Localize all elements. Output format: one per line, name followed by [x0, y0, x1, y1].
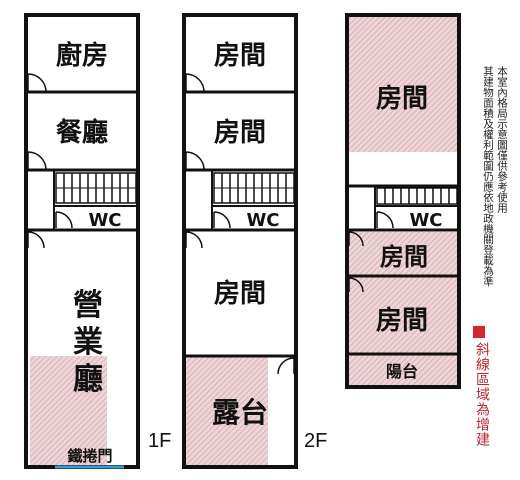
floor-1-hall-label-3: 廳: [73, 362, 103, 397]
disclaimer-line-1: 本室內格局示意圖僅供參考使用: [496, 66, 508, 213]
floor-1-hall-door: [27, 231, 45, 249]
floor-2-plan: 房間 房間 WC 房間 露台 2F: [182, 13, 327, 469]
legend-swatch: [473, 326, 485, 338]
floor-2-staircase: [213, 172, 295, 204]
floor-3-wc-label: WC: [409, 210, 442, 231]
floor-2-room-c-label: 房間: [214, 279, 266, 309]
floor-1-dining-door: [27, 151, 47, 171]
floor-1-kitchen-door: [27, 73, 47, 93]
legend-label: 斜線區域為增建: [474, 342, 490, 447]
floor-3-added-rooms-bc: [349, 232, 457, 385]
floor-2-room-a-label: 房間: [214, 41, 266, 71]
floor-2-room-a-door: [185, 73, 205, 93]
floor-1-kitchen-label: 廚房: [56, 40, 108, 71]
floor-1-staircase: [55, 172, 137, 204]
floor-2-terrace-door: [277, 357, 295, 375]
floor-3-room-a-label: 房間: [376, 84, 428, 114]
floor-3-wc-door: [376, 211, 394, 229]
floor-1-dining-label: 餐廳: [56, 117, 108, 148]
floor-2-wc-label: WC: [246, 210, 279, 231]
floor-1-wc-door: [55, 211, 73, 229]
floor-3-outer-wall: [345, 13, 461, 389]
floor-2-wc-door: [213, 211, 231, 229]
floor-2-terrace-label: 露台: [212, 396, 268, 429]
floor-2-room-c-door: [185, 231, 203, 249]
floor-1-added-area: [30, 356, 107, 466]
floor-3-added-room-a: [349, 17, 457, 152]
floor-2-label: 2F: [304, 430, 327, 452]
floor-1-wc-label: WC: [88, 210, 121, 231]
floor-1-plan: 廚房 餐廳 WC 營 業 廳 鐵捲門 1F: [24, 13, 171, 469]
floor-1-hall-label-1: 營: [73, 288, 103, 323]
floor-3-room-b-door: [348, 231, 364, 247]
floor-2-room-b-label: 房間: [214, 118, 266, 148]
floor-1-iron-door-label: 鐵捲門: [67, 447, 112, 465]
floor-3-room-b-label: 房間: [380, 243, 428, 271]
disclaimer-line-2: 其建物面積及權利範圍仍應依地政機關登載為準: [482, 66, 494, 287]
floor-3-balcony-label: 陽台: [386, 362, 418, 381]
floor-3-room-c-label: 房間: [376, 306, 428, 336]
floor-2-added-area: [186, 356, 268, 466]
floor-1-hall-label-2: 業: [73, 325, 103, 360]
floor-3-room-c-door: [348, 277, 364, 293]
floor-1-label: 1F: [148, 430, 171, 452]
floor-3-plan: 房間 WC 房間 房間 陽台: [345, 13, 461, 389]
floor-2-outer-wall: [182, 13, 298, 469]
floor-2-room-b-door: [185, 151, 205, 171]
floor-3-staircase: [376, 187, 458, 205]
